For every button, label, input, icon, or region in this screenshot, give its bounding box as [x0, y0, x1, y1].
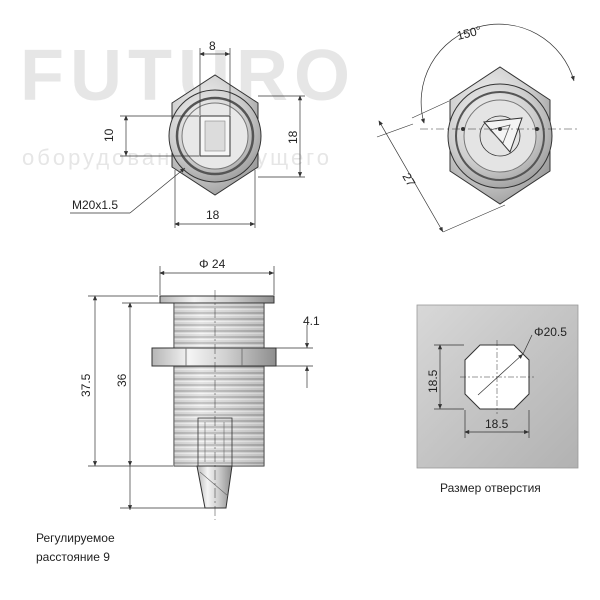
dim-cutout-height: 18.5 — [426, 369, 440, 393]
dim-body-length: 36 — [115, 373, 129, 387]
hex-nut-side — [151, 347, 277, 367]
note-line1: Регулируемое — [36, 531, 115, 545]
rotation-arc — [420, 23, 575, 124]
side-view: Φ 24 4.1 37.5 36 Регулируемое расстояние… — [36, 257, 320, 564]
cutout-caption: Размер отверстия — [440, 481, 541, 495]
dim-total-length: 37.5 — [79, 373, 93, 397]
dim-hex-width: 18 — [206, 208, 220, 222]
dim-key-width: 8 — [209, 39, 216, 53]
dim-rotation: 150° — [455, 23, 483, 43]
cam-shaft — [196, 465, 233, 509]
dim-across-corners: 27 — [399, 171, 418, 190]
thread-label: M20x1.5 — [72, 198, 118, 212]
dim-key-height: 10 — [102, 128, 116, 142]
note-line2: расстояние 9 — [36, 550, 110, 564]
key-socket-inner — [204, 120, 226, 152]
dim-cutout-dia: Φ20.5 — [534, 325, 567, 339]
panel-plate — [416, 304, 579, 469]
dim-flange-dia: Φ 24 — [199, 257, 226, 271]
dim-nut-thickness: 4.1 — [303, 314, 320, 328]
front-view: 8 10 18 18 M20x1.5 — [70, 39, 305, 228]
flange — [159, 295, 275, 304]
dim-cutout-width: 18.5 — [485, 417, 509, 431]
body-ring-inner — [175, 96, 255, 176]
dim-hex-height: 18 — [286, 130, 300, 144]
back-view: 150° 27 — [376, 23, 580, 233]
cutout-view: Φ20.5 18.5 18.5 Размер отверстия — [416, 304, 579, 495]
